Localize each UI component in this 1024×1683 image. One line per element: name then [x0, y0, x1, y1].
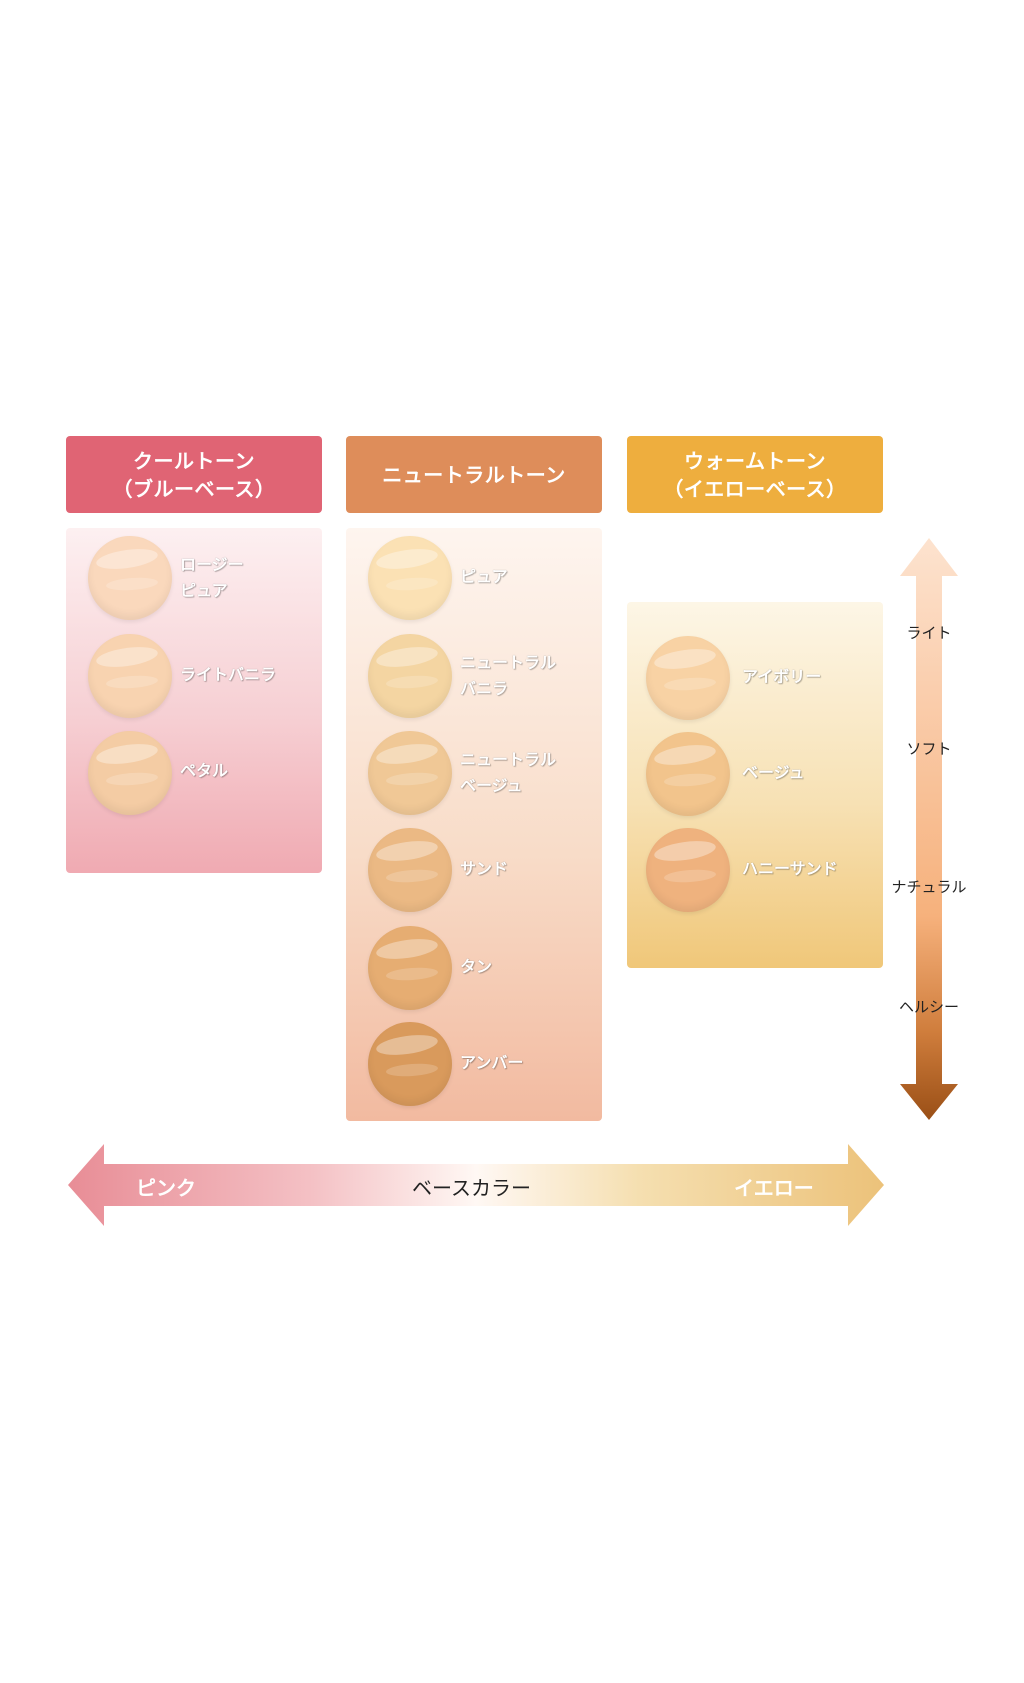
shade-label-neutral-3: ニュートラル ベージュ — [460, 747, 556, 799]
vertical-scale-arrow — [900, 538, 958, 1120]
swatch-cool-rosy-pure — [88, 536, 172, 620]
shade-label-cool-3: ペタル — [180, 758, 228, 784]
header-cool-subtitle: （ブルーベース） — [112, 476, 276, 501]
shade-label-warm-3: ハニーサンド — [742, 856, 838, 882]
base-color-arrow — [68, 1144, 884, 1226]
header-warm-subtitle: （イエローベース） — [663, 476, 847, 501]
shade-label-line: ニュートラル — [460, 653, 557, 672]
scale-label-natural: ナチュラル — [891, 878, 967, 896]
base-color-right-label: イエロー — [734, 1176, 814, 1200]
shade-label-line: ピュア — [460, 567, 508, 586]
scale-label-light: ライト — [906, 624, 952, 642]
shade-label-neutral-2: ニュートラル バニラ — [460, 650, 556, 702]
shade-label-line: ピュア — [180, 581, 228, 600]
header-warm-tone: ウォームトーン （イエローベース） — [627, 436, 883, 513]
header-neutral-tone: ニュートラルトーン — [346, 436, 602, 513]
panel-neutral-tone — [346, 528, 602, 1121]
swatch-neutral-sand — [368, 828, 452, 912]
shade-label-cool-2: ライトバニラ — [180, 662, 276, 688]
swatch-warm-ivory — [646, 636, 730, 720]
swatch-warm-beige — [646, 732, 730, 816]
shade-label-line: ペタル — [180, 761, 229, 780]
shade-label-neutral-5: タン — [460, 954, 492, 980]
shade-label-neutral-1: ピュア — [460, 564, 508, 590]
shade-label-line: タン — [460, 957, 493, 976]
shade-label-line: ベージュ — [460, 776, 523, 795]
swatch-neutral-pure — [368, 536, 452, 620]
shade-label-warm-2: ベージュ — [742, 760, 805, 786]
header-warm-title: ウォームトーン — [684, 448, 826, 473]
scale-label-healthy: ヘルシー — [898, 998, 959, 1016]
shade-label-line: アイボリー — [742, 667, 822, 686]
shade-label-line: ニュートラル — [460, 750, 557, 769]
swatch-warm-honey-sand — [646, 828, 730, 912]
shade-label-line: ハニーサンド — [742, 859, 838, 878]
shade-label-line: サンド — [460, 859, 509, 878]
shade-label-line: バニラ — [460, 679, 509, 698]
shade-label-cool-1: ロージー ピュア — [180, 552, 244, 604]
base-color-label: ベースカラー — [412, 1176, 531, 1200]
shade-label-neutral-4: サンド — [460, 856, 508, 882]
swatch-neutral-vanilla — [368, 634, 452, 718]
swatch-neutral-tan — [368, 926, 452, 1010]
swatch-neutral-amber — [368, 1022, 452, 1106]
scale-label-soft: ソフト — [906, 740, 952, 758]
header-neutral-title: ニュートラルトーン — [382, 462, 566, 487]
shade-label-neutral-6: アンバー — [460, 1050, 523, 1076]
shade-label-line: ライトバニラ — [180, 665, 277, 684]
header-cool-tone: クールトーン （ブルーベース） — [66, 436, 322, 513]
shade-label-line: アンバー — [460, 1053, 524, 1072]
header-cool-title: クールトーン — [133, 448, 255, 473]
shade-label-warm-1: アイボリー — [742, 664, 821, 690]
base-color-left-label: ピンク — [136, 1176, 196, 1200]
shade-label-line: ベージュ — [742, 763, 805, 782]
swatch-neutral-beige — [368, 731, 452, 815]
swatch-cool-light-vanilla — [88, 634, 172, 718]
shade-label-line: ロージー — [180, 555, 244, 574]
swatch-cool-petal — [88, 731, 172, 815]
